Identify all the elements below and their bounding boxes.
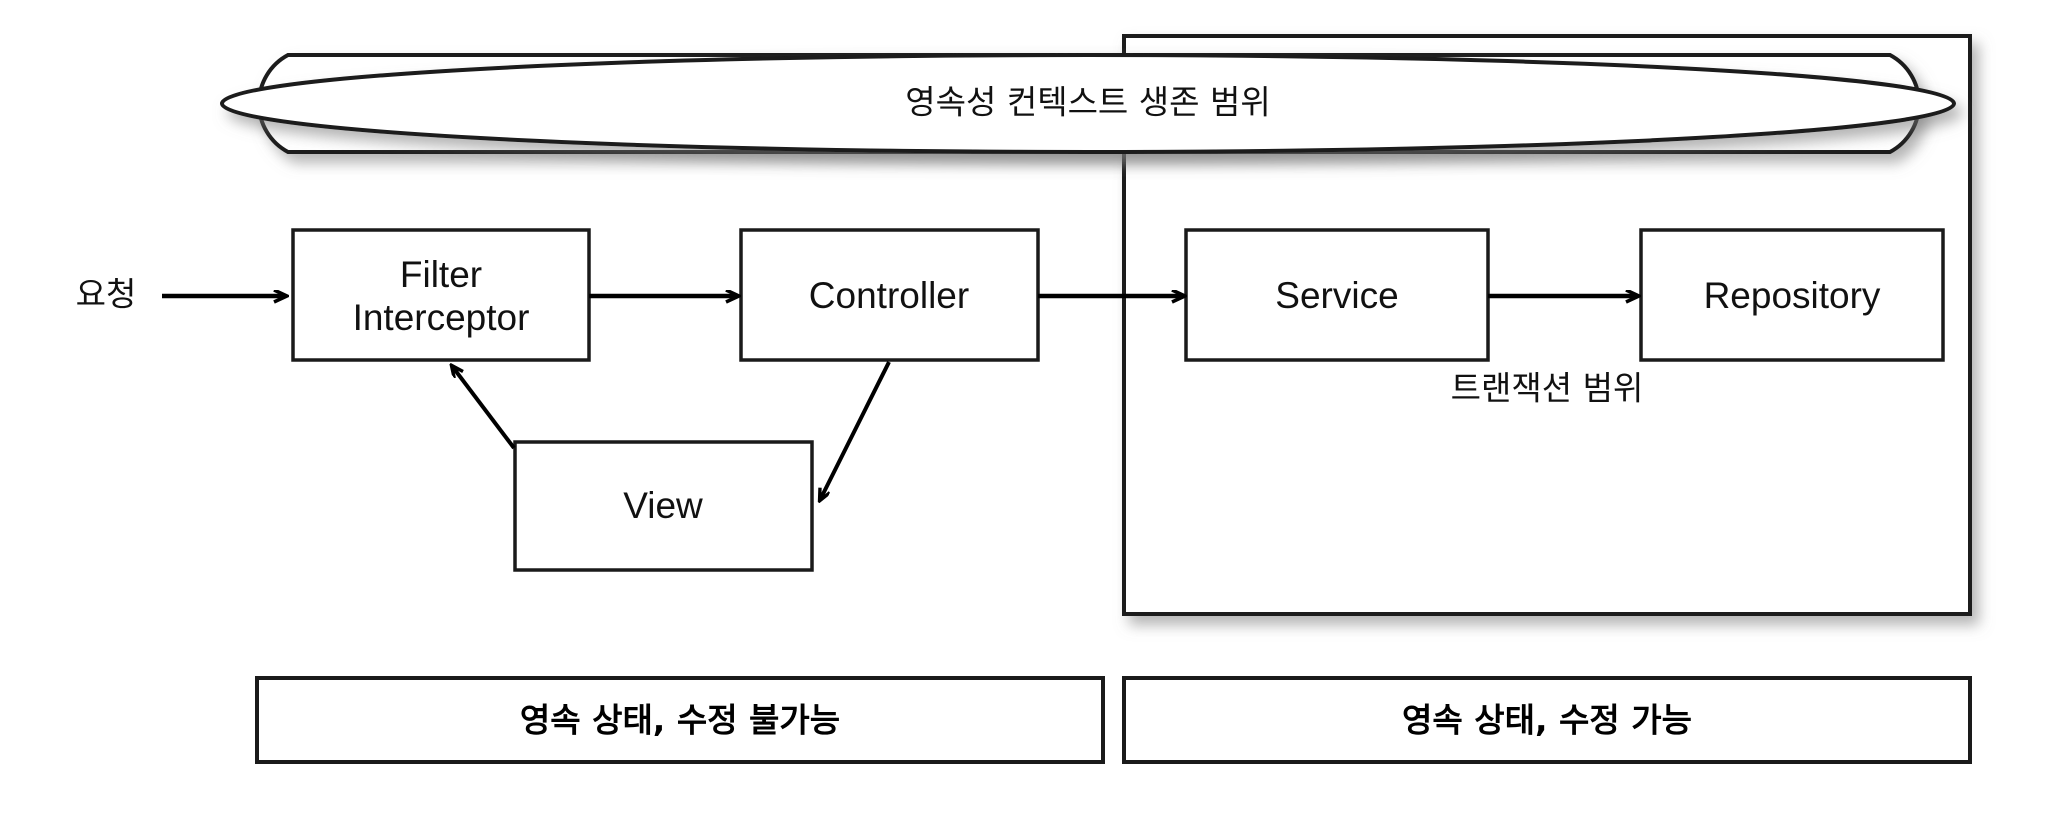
filter-interceptor-label-line2: Interceptor (353, 297, 530, 338)
transaction-scope-label: 트랜잭션 범위 (1451, 369, 1644, 408)
arrow-view-to-filter (452, 366, 516, 450)
node-repository: Repository (1639, 228, 1945, 362)
legend-readonly-label: 영속 상태, 수정 불가능 (520, 701, 840, 740)
view-box (513, 440, 814, 572)
controller-label: Controller (809, 275, 969, 316)
node-controller: Controller (739, 228, 1040, 362)
persistence-context-scope-region: 영속성 컨텍스트 생존 범위 (220, 53, 1956, 154)
legend-readonly-box (255, 676, 1105, 764)
arrow-controller-to-view (820, 361, 891, 500)
request-entry: 요청 (76, 275, 286, 314)
persistence-context-ellipse (220, 53, 1956, 154)
legend-editable-label: 영속 상태, 수정 가능 (1402, 701, 1692, 740)
node-service: Service (1184, 228, 1490, 362)
filter-interceptor-box (291, 228, 591, 362)
connectors (452, 296, 1638, 500)
service-label: Service (1275, 275, 1398, 316)
legend-row: 영속 상태, 수정 불가능 영속 상태, 수정 가능 (255, 676, 1972, 764)
filter-interceptor-label-line1: Filter (400, 254, 482, 295)
request-label: 요청 (76, 275, 137, 314)
repository-label: Repository (1704, 275, 1881, 316)
node-filter-interceptor: Filter Interceptor (291, 228, 591, 362)
repository-box (1639, 228, 1945, 362)
view-label: View (623, 485, 703, 526)
persistence-context-label: 영속성 컨텍스트 생존 범위 (905, 83, 1270, 122)
service-box (1184, 228, 1490, 362)
legend-editable-box (1122, 676, 1972, 764)
node-view: View (513, 440, 814, 572)
